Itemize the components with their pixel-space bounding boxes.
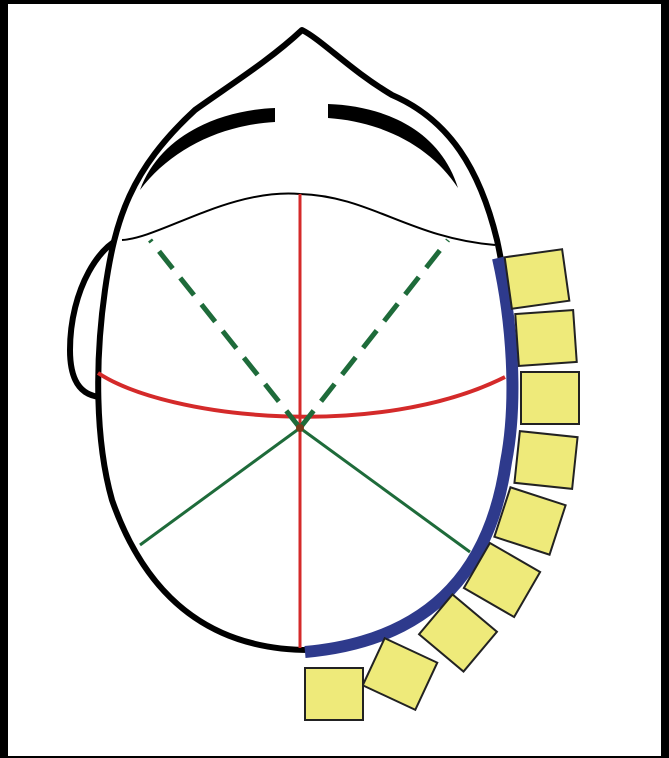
center-point (296, 424, 304, 432)
pad-icon (514, 431, 577, 489)
pad-icon (505, 249, 570, 309)
pad-icon (363, 638, 438, 710)
head-outline-icon (98, 30, 511, 650)
pad-icon (521, 372, 579, 424)
pad-icon (515, 310, 576, 366)
pad-icon (305, 668, 363, 720)
